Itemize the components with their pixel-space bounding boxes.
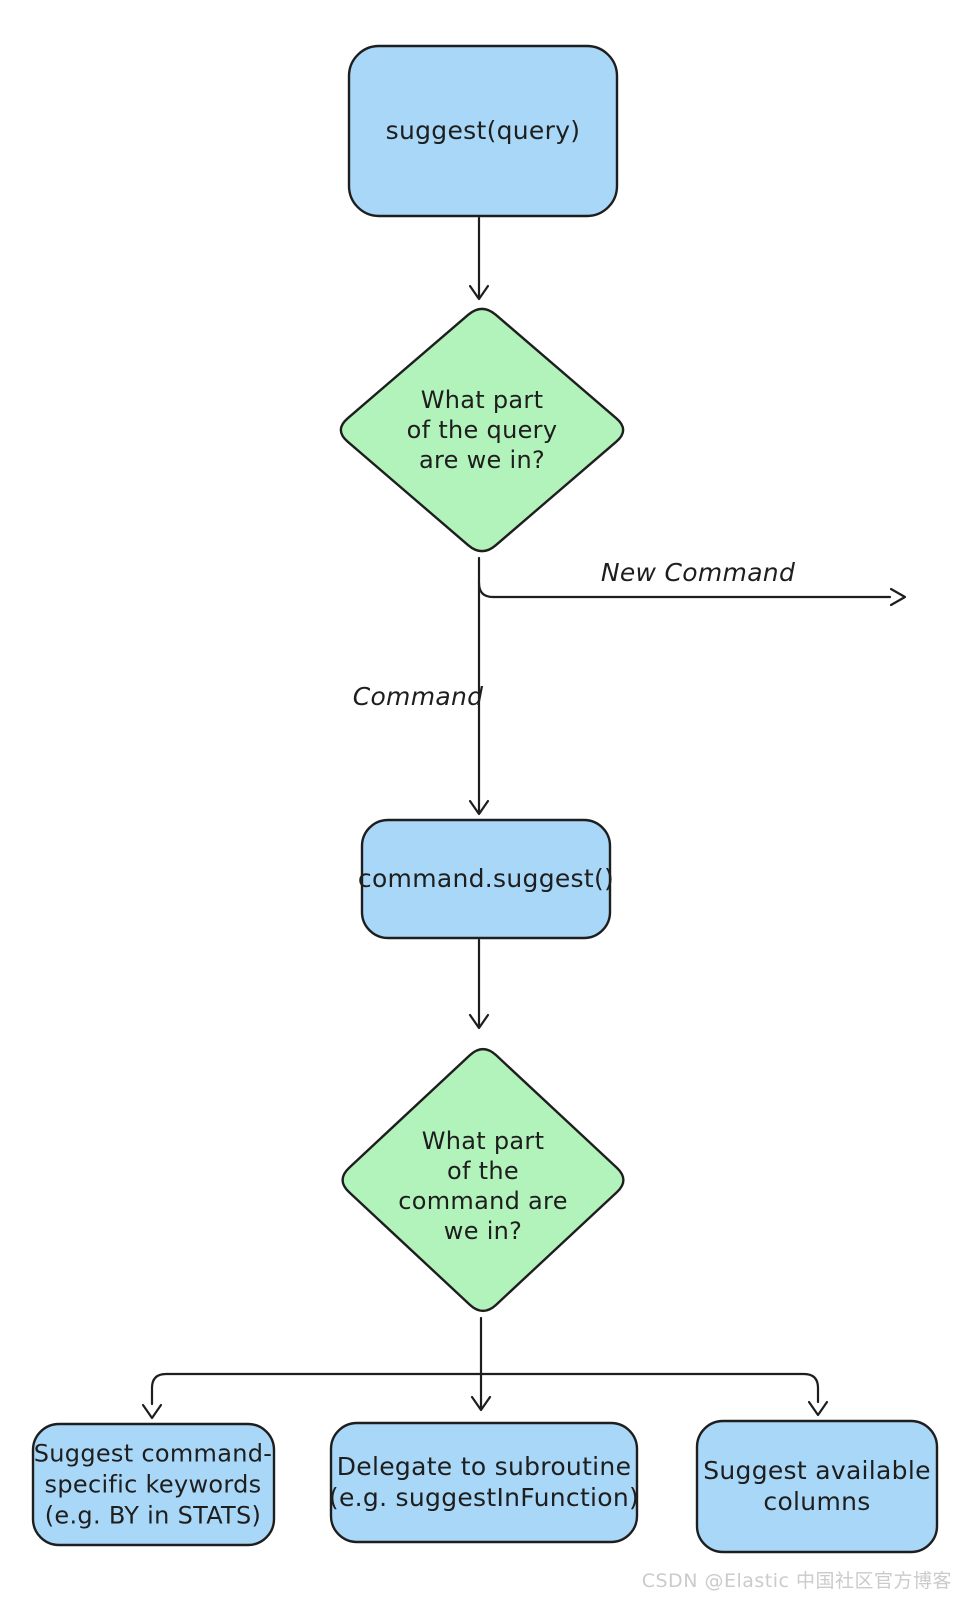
outcome-delegate-node-shape (329, 1421, 639, 1544)
decision-command-label: What part of the command are we in? (398, 1126, 568, 1246)
edge-decision-to-columns (479, 1372, 820, 1404)
text-line: command are (398, 1187, 568, 1215)
arrowhead-right-icon (889, 587, 907, 607)
arrowhead-down-icon (470, 1395, 492, 1412)
start-node-label: suggest(query) (385, 116, 581, 145)
decision-query-shape (339, 307, 625, 553)
text-line: Delegate to subroutine (336, 1452, 632, 1481)
text-line: (e.g. BY in STATS) (44, 1501, 262, 1530)
arrowhead-down-icon (807, 1400, 829, 1417)
text-line: specific keywords (44, 1470, 262, 1499)
outcome-columns-node-shape (695, 1419, 939, 1554)
text-line: we in? (443, 1217, 523, 1245)
new-command-edge-label: New Command (600, 558, 796, 587)
text-line: Suggest available (703, 1456, 931, 1485)
command-suggest-node-label: command.suggest() (357, 864, 615, 893)
arrowhead-down-icon (468, 799, 490, 816)
command-edge-label: Command (352, 682, 484, 711)
text-line: of the query (406, 416, 558, 444)
command-suggest-node-shape (360, 818, 612, 940)
decision-query-label: What part of the query are we in? (407, 385, 558, 475)
outcome-columns-node-label: Suggest available columns (703, 1455, 931, 1517)
arrowhead-down-icon (141, 1403, 163, 1420)
edge-new-command-branch (477, 581, 892, 599)
decision-command-shape (341, 1047, 625, 1313)
text-line: What part (421, 1127, 545, 1155)
text-line: are we in? (418, 446, 546, 474)
text-line: Suggest command- (33, 1439, 273, 1468)
text-line: columns (763, 1487, 871, 1516)
start-node-shape (347, 44, 619, 218)
text-line: What part (420, 386, 544, 414)
csdn-watermark: CSDN @Elastic 中国社区官方博客 (641, 1570, 952, 1592)
text-line: (e.g. suggestInFunction) (328, 1483, 640, 1512)
arrowhead-down-icon (468, 1013, 490, 1030)
edge-decision-to-keywords (150, 1372, 483, 1406)
outcome-keywords-node-label: Suggest command- specific keywords (e.g.… (34, 1439, 272, 1532)
text-line: of the (447, 1157, 519, 1185)
outcome-keywords-node-shape (31, 1422, 276, 1547)
arrowhead-down-icon (468, 284, 490, 301)
outcome-delegate-node-label: Delegate to subroutine (e.g. suggestInFu… (329, 1451, 639, 1513)
